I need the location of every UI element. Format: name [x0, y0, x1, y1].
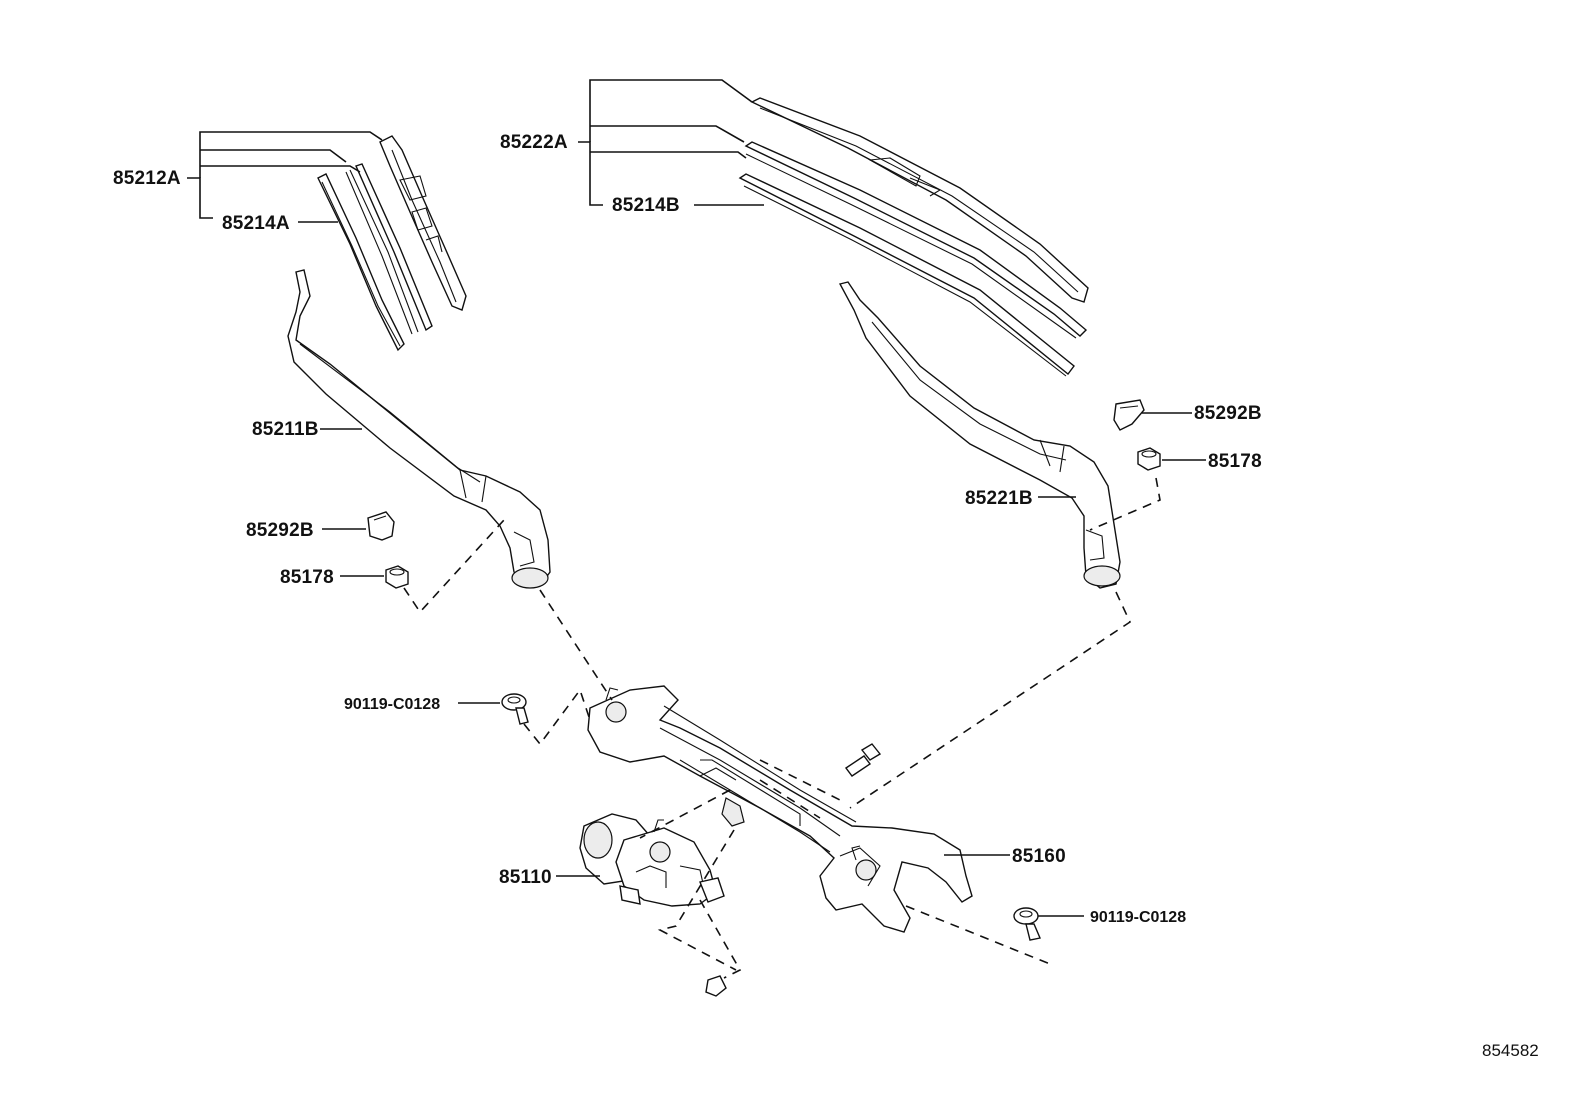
label-link-assembly: 85160 [1012, 846, 1066, 867]
leader-blade-right-bracket [578, 141, 603, 206]
left-wiper-rubber[interactable] [317, 173, 405, 352]
left-wiper-arm[interactable] [287, 269, 551, 589]
right-wiper-arm[interactable] [838, 281, 1121, 589]
label-cap-right: 85292B [1194, 403, 1262, 424]
diagram-reference-number: 854582 [1482, 1041, 1539, 1060]
label-nut-left: 85178 [280, 567, 334, 588]
label-motor: 85110 [499, 867, 552, 888]
right-wiper-blade[interactable] [744, 97, 1089, 339]
leader-blade-right-mid [590, 125, 745, 143]
leader-blade-left-mid [200, 149, 347, 163]
label-bolt-left: 90119-C0128 [344, 696, 440, 713]
right-arm-nut[interactable] [1137, 447, 1161, 471]
left-arm-cap[interactable] [367, 511, 395, 541]
wiper-motor[interactable] [579, 813, 725, 907]
leader-blade-left-top [199, 131, 383, 178]
label-arm-left: 85211B [252, 419, 319, 440]
motor-grommet[interactable] [705, 975, 727, 997]
leader-blade-right-inner [590, 151, 747, 159]
label-cap-left: 85292B [246, 520, 314, 541]
assembly-guide-lines [403, 477, 1161, 979]
left-bolt[interactable] [501, 693, 529, 725]
label-rubber-left: 85214A [222, 213, 290, 234]
label-rubber-right: 85214B [612, 195, 680, 216]
left-wiper-blade[interactable] [345, 135, 467, 335]
right-arm-cap[interactable] [1113, 399, 1145, 431]
right-wiper-rubber[interactable] [738, 173, 1075, 377]
link-bolt[interactable] [844, 743, 882, 777]
label-blade-right: 85222A [500, 132, 568, 153]
leader-blade-right-top [589, 79, 753, 142]
label-blade-left: 85212A [113, 168, 181, 189]
right-bolt[interactable] [1013, 907, 1041, 941]
left-arm-nut[interactable] [385, 565, 409, 589]
label-nut-right: 85178 [1208, 451, 1262, 472]
leader-blade-left-bracket [187, 177, 213, 219]
label-arm-right: 85221B [965, 488, 1033, 509]
leader-blade-left-inner [200, 165, 361, 173]
label-bolt-right: 90119-C0128 [1090, 909, 1186, 926]
wiper-link-assembly[interactable] [587, 685, 973, 933]
